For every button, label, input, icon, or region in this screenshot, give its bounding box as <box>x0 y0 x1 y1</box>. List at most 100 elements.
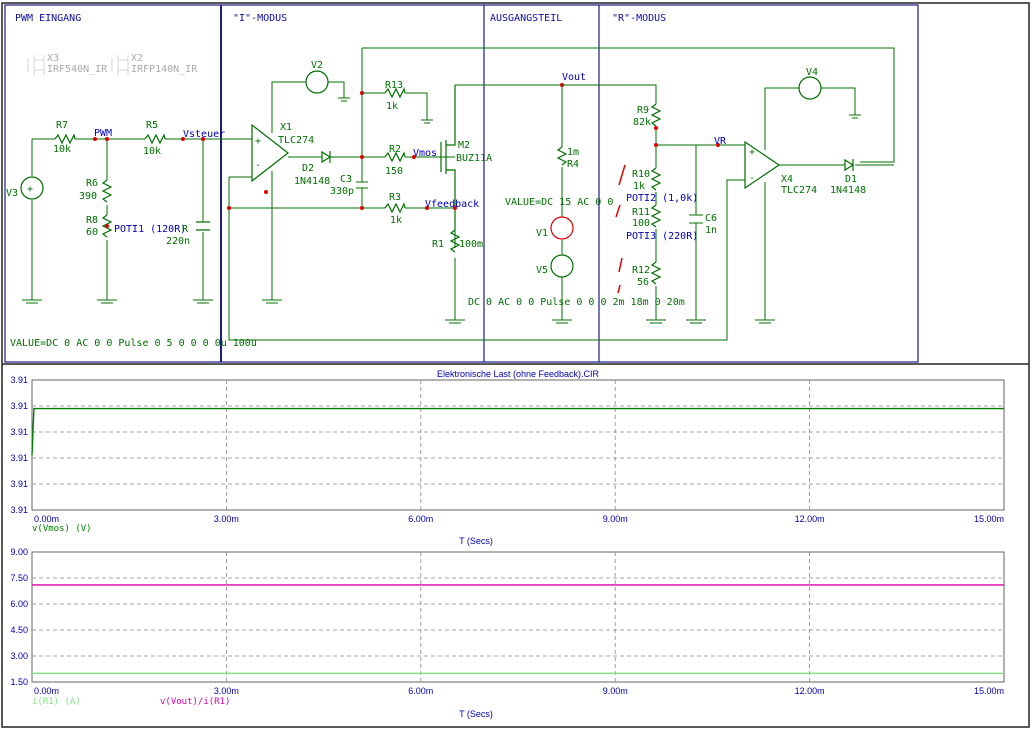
x-tick-label: 6.00m <box>408 514 433 524</box>
y-tick-label: 3.91 <box>10 479 28 489</box>
part-label: M2 <box>458 140 470 151</box>
ghost-part-label: X3 <box>47 53 59 64</box>
ghost-part-label: IRFP140N_IR <box>131 64 198 75</box>
part-value: 1N4148 <box>294 176 330 187</box>
part-label: R9 <box>637 105 649 116</box>
svg-text:+: + <box>255 136 261 147</box>
schematic-view[interactable]: PWM EINGANG "I"-MODUS AUSGANGSTEIL "R"-M… <box>2 4 1029 365</box>
x-tick-label: 6.00m <box>408 686 433 696</box>
part-label: D2 <box>302 163 314 174</box>
x-tick-label: 15.00m <box>974 686 1004 696</box>
part-label: R3 <box>389 192 401 203</box>
part-value: 1N4148 <box>830 185 866 196</box>
x-tick-label: 0.00m <box>34 514 59 524</box>
part-label: R <box>182 224 189 235</box>
section-title: PWM EINGANG <box>15 13 81 24</box>
y-tick-label: 3.00 <box>10 651 28 661</box>
y-tick-label: 3.91 <box>10 427 28 437</box>
part-value: BUZ11A <box>456 153 492 164</box>
part-label: V3 <box>6 188 18 199</box>
part-value: 220n <box>166 236 190 247</box>
part-label: POTI1 (120R) <box>114 224 186 235</box>
svg-text:-: - <box>749 173 755 184</box>
x-axis-label: T (Secs) <box>459 536 493 546</box>
part-label: R1 <box>432 239 444 250</box>
svg-text:+: + <box>27 184 33 195</box>
series-line <box>31 407 1004 456</box>
part-label: V2 <box>311 60 323 71</box>
section-title: AUSGANGSTEIL <box>490 13 562 24</box>
net-label: Vfeedback <box>425 199 479 210</box>
part-label: R8 <box>86 215 98 226</box>
part-label: R10 <box>632 169 650 180</box>
y-tick-label: 7.50 <box>10 573 28 583</box>
part-value: 390 <box>79 191 97 202</box>
legend-entry: i(R1) (A) <box>32 697 81 707</box>
part-label: R13 <box>385 80 403 91</box>
net-label: Vmos <box>413 148 437 159</box>
source-value: VALUE=DC 15 AC 0 0 <box>505 197 613 208</box>
part-value: 1k <box>386 101 398 112</box>
part-label: R6 <box>86 178 98 189</box>
x-tick-label: 3.00m <box>214 686 239 696</box>
plot-area[interactable] <box>31 379 1005 511</box>
part-label: R4 <box>567 159 579 170</box>
x-tick-label: 9.00m <box>603 514 628 524</box>
part-label: R2 <box>389 144 401 155</box>
part-value: 56 <box>637 277 649 288</box>
plot-title: Elektronische Last (ohne Feedback).CIR <box>437 369 600 379</box>
part-label: V5 <box>536 265 548 276</box>
x-axis-label: T (Secs) <box>459 709 493 719</box>
part-value: 1k <box>633 181 645 192</box>
part-value: 100 <box>632 218 650 229</box>
part-value: 330p <box>330 186 354 197</box>
part-value: 100m <box>459 239 483 250</box>
part-value: 1k <box>390 215 402 226</box>
section-title: "R"-MODUS <box>612 13 666 24</box>
part-value: 1m <box>567 147 579 158</box>
part-label: D1 <box>845 174 857 185</box>
y-tick-label: 4.50 <box>10 625 28 635</box>
y-tick-label: 3.91 <box>10 401 28 411</box>
net-label: PWM <box>94 128 112 139</box>
part-label: R5 <box>146 120 158 131</box>
x-tick-label: 12.00m <box>795 514 825 524</box>
x-tick-label: 12.00m <box>795 686 825 696</box>
part-value: 150 <box>385 166 403 177</box>
ghost-part-label: X2 <box>131 53 143 64</box>
y-tick-label: 3.91 <box>10 505 28 515</box>
part-label: R12 <box>632 265 650 276</box>
part-value: 10k <box>143 146 161 157</box>
part-label: V4 <box>806 67 818 78</box>
y-tick-label: 9.00 <box>10 547 28 557</box>
plot-area[interactable] <box>31 551 1005 683</box>
part-value: 82k <box>633 117 651 128</box>
part-value: TLC274 <box>781 185 817 196</box>
part-label: R11 <box>632 207 650 218</box>
part-label: C3 <box>340 174 352 185</box>
part-label: POTI2 (1,0k) <box>626 193 698 204</box>
y-tick-label: 3.91 <box>10 375 28 385</box>
net-label: Vsteuer <box>183 129 225 140</box>
source-value: VALUE=DC 0 AC 0 0 Pulse 0 5 0 0 0 0u 100… <box>10 338 257 349</box>
y-tick-label: 1.50 <box>10 677 28 687</box>
svg-text:+: + <box>749 147 755 158</box>
x-tick-label: 15.00m <box>974 514 1004 524</box>
x-tick-label: 0.00m <box>34 686 59 696</box>
part-value: 10k <box>53 144 71 155</box>
analysis-plots[interactable]: Elektronische Last (ohne Feedback).CIR 0… <box>10 369 1005 719</box>
part-label: R7 <box>56 120 68 131</box>
source-value: DC 0 AC 0 0 Pulse 0 0 0 2m 18m 0 20m <box>468 297 685 308</box>
section-title: "I"-MODUS <box>233 13 287 24</box>
part-label: X1 <box>280 122 292 133</box>
part-value: 60 <box>86 227 98 238</box>
part-label: X4 <box>781 174 793 185</box>
y-tick-label: 6.00 <box>10 599 28 609</box>
part-value: 1n <box>705 225 717 236</box>
part-value: TLC274 <box>278 135 314 146</box>
legend-entry: v(Vmos) (V) <box>32 524 92 534</box>
part-label: POTI3 (220R) <box>626 231 698 242</box>
svg-text:-: - <box>255 160 261 171</box>
part-label: V1 <box>536 228 548 239</box>
